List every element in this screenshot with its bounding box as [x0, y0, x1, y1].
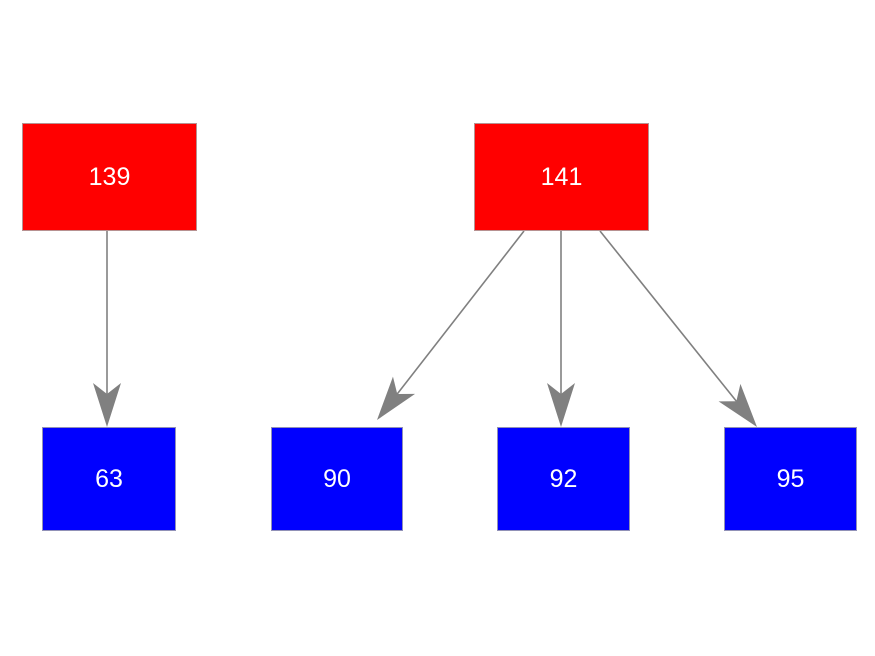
- graph-node-92[interactable]: 92: [497, 427, 630, 531]
- node-label: 95: [776, 464, 805, 493]
- node-label: 90: [323, 464, 351, 493]
- graph-node-90[interactable]: 90: [271, 427, 403, 531]
- arrowhead-n141-to-n95: [718, 383, 757, 427]
- node-label: 139: [88, 162, 131, 191]
- graph-node-141[interactable]: 141: [474, 123, 649, 231]
- arrowhead-n139-to-n63: [93, 383, 121, 427]
- node-label: 92: [549, 464, 578, 493]
- graph-node-63[interactable]: 63: [42, 427, 176, 531]
- graph-node-95[interactable]: 95: [724, 427, 857, 531]
- node-label: 63: [95, 464, 123, 493]
- edge-line-n141-to-n90: [395, 230, 525, 397]
- arrowhead-n141-to-n92: [547, 383, 575, 427]
- node-label: 141: [540, 162, 583, 191]
- arrowhead-n141-to-n90: [377, 376, 416, 420]
- graph-node-139[interactable]: 139: [22, 123, 197, 231]
- edge-line-n141-to-n95: [599, 230, 739, 404]
